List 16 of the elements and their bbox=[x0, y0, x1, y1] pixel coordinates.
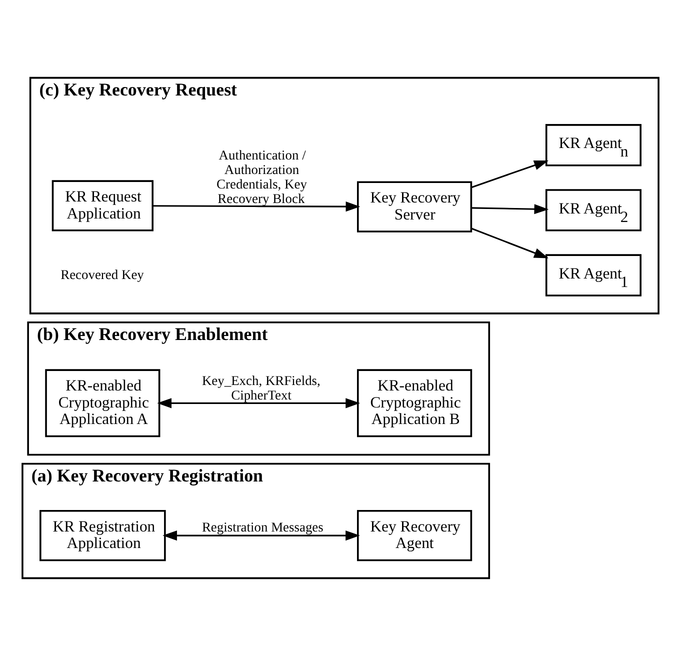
edge-label: Authentication / Authorization Credentials, Key Recovery Block bbox=[216, 147, 306, 206]
label: Recovered Key bbox=[60, 266, 144, 282]
node-box: KR Request Application bbox=[51, 180, 153, 232]
arrow bbox=[470, 160, 548, 188]
arrow bbox=[471, 204, 548, 214]
node-box: KR-enabled Cryptographic Application B bbox=[356, 369, 472, 438]
arrow bbox=[156, 398, 360, 408]
node-box: Key Recovery Server bbox=[356, 181, 472, 232]
node-box: KR-enabled Cryptographic Application A bbox=[44, 369, 160, 438]
arrow bbox=[162, 530, 360, 541]
node-box: KR Registration Application bbox=[39, 510, 166, 562]
arrow bbox=[470, 228, 548, 258]
edge-label: Registration Messages bbox=[201, 520, 323, 535]
edge-label: Key_Exch, KRFields, CipherText bbox=[201, 372, 320, 402]
node-box: Key Recovery Agent bbox=[356, 510, 472, 562]
arrow bbox=[152, 202, 360, 212]
